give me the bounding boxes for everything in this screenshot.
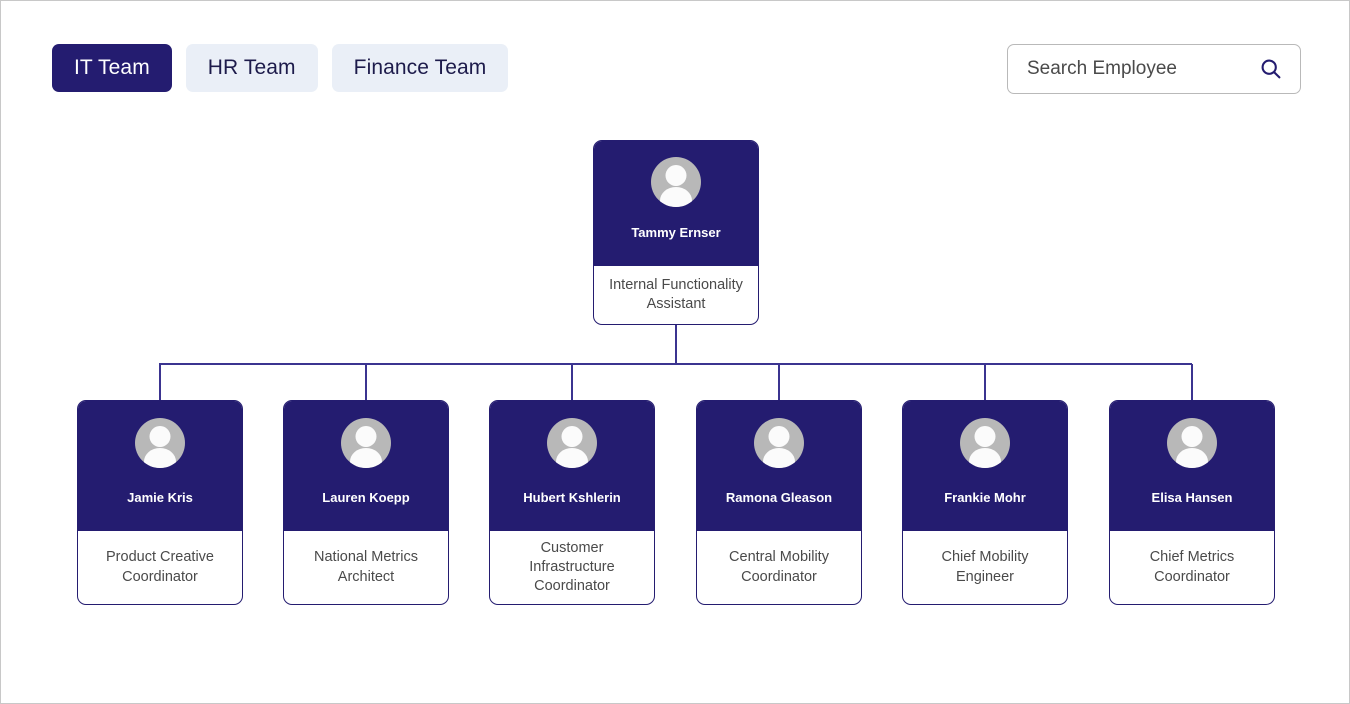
employee-name: Lauren Koepp	[322, 490, 410, 505]
node-header: Tammy Ernser	[594, 141, 758, 266]
employee-role: Customer Infrastructure Coordinator	[529, 539, 615, 595]
org-node-child-1[interactable]: Jamie Kris Product Creative Coordinator	[77, 400, 243, 605]
employee-role: Chief Metrics Coordinator	[1149, 549, 1235, 585]
employee-name: Hubert Kshlerin	[523, 490, 621, 505]
user-avatar-icon	[960, 418, 1010, 468]
user-avatar-icon	[341, 418, 391, 468]
employee-role: National Metrics Architect	[314, 549, 418, 585]
employee-name: Elisa Hansen	[1151, 490, 1233, 505]
tab-hr-team[interactable]: HR Team	[185, 44, 318, 92]
employee-role: Chief Mobility Engineer	[941, 549, 1029, 585]
node-header: Frankie Mohr	[903, 401, 1067, 531]
team-tabs: IT Team HR Team Finance Team	[52, 44, 509, 92]
employee-name: Jamie Kris	[127, 490, 193, 505]
tab-finance-team[interactable]: Finance Team	[331, 44, 509, 92]
org-node-child-2[interactable]: Lauren Koepp National Metrics Architect	[283, 400, 449, 605]
toolbar: IT Team HR Team Finance Team	[1, 1, 1349, 126]
org-node-child-3[interactable]: Hubert Kshlerin Customer Infrastructure …	[489, 400, 655, 605]
user-avatar-icon	[1167, 418, 1217, 468]
org-node-child-4[interactable]: Ramona Gleason Central Mobility Coordina…	[696, 400, 862, 605]
employee-role: Product Creative Coordinator	[106, 549, 214, 585]
node-header: Hubert Kshlerin	[490, 401, 654, 531]
employee-name: Tammy Ernser	[631, 225, 721, 240]
user-avatar-icon	[135, 418, 185, 468]
search-employee-box[interactable]	[1007, 44, 1301, 94]
org-node-child-6[interactable]: Elisa Hansen Chief Metrics Coordinator	[1109, 400, 1275, 605]
user-avatar-icon	[651, 157, 701, 207]
org-node-child-5[interactable]: Frankie Mohr Chief Mobility Engineer	[902, 400, 1068, 605]
org-node-root[interactable]: Tammy Ernser Internal Functionality Assi…	[593, 140, 759, 325]
node-header: Jamie Kris	[78, 401, 242, 531]
employee-role: Internal Functionality Assistant	[609, 276, 743, 312]
search-icon[interactable]	[1258, 56, 1284, 82]
tab-it-team[interactable]: IT Team	[52, 44, 172, 92]
node-header: Ramona Gleason	[697, 401, 861, 531]
employee-name: Frankie Mohr	[944, 490, 1026, 505]
employee-name: Ramona Gleason	[725, 490, 833, 505]
user-avatar-icon	[754, 418, 804, 468]
node-header: Lauren Koepp	[284, 401, 448, 531]
employee-role: Central Mobility Coordinator	[729, 549, 829, 585]
user-avatar-icon	[547, 418, 597, 468]
search-input[interactable]	[1027, 58, 1258, 80]
node-header: Elisa Hansen	[1110, 401, 1274, 531]
